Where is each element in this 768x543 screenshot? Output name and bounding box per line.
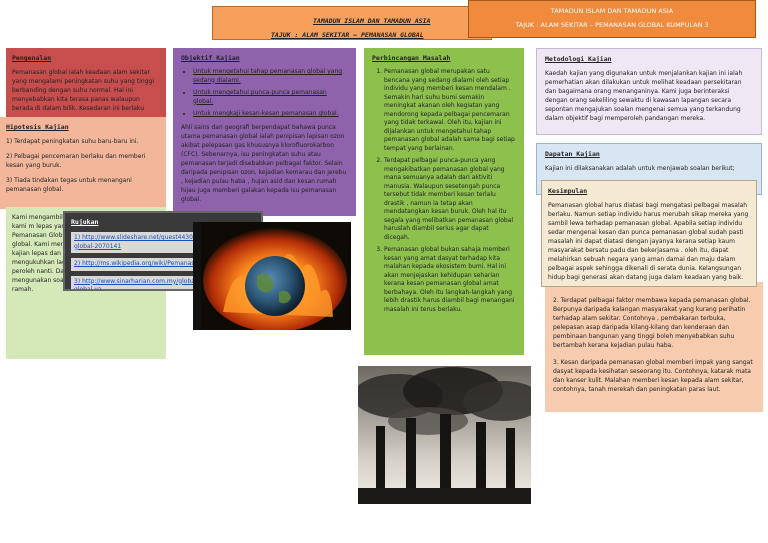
results-text: Kajian ini dilaksanakan adalah untuk men… <box>545 165 735 172</box>
method-heading: Metodologi Kajian <box>545 55 612 63</box>
objective-panel: Objektif Kajian Untuk mengetahui tahap p… <box>173 48 356 216</box>
discussion-item: Pemanasan global bukan sahaja memberi ke… <box>384 246 516 314</box>
objective-paragraph: Ahli sains dan geografi berpendapat baha… <box>181 123 347 203</box>
earth-fire-image <box>193 222 351 330</box>
banner-theme-title: TAJUK : ALAM SEKITAR – PEMANASAN GLOBAL … <box>515 21 709 29</box>
results-heading: Dapatan Kajian <box>545 150 600 158</box>
reference-link[interactable]: 3) http://www.sinarharian.com.my/global/… <box>74 277 236 291</box>
reference-link[interactable]: 2) http://ms.wikipedia.org/wiki/Pemanasa… <box>74 260 224 267</box>
method-text: Kaedah kajian yang digunakan untuk menja… <box>545 70 743 122</box>
method-panel: Metodologi Kajian Kaedah kajian yang dig… <box>536 48 762 135</box>
hypothesis-item: 1) Terdapat peningkatan suhu baru-baru i… <box>6 138 139 145</box>
discussion-item: Pemanasan global merupakan satu bencana … <box>384 68 516 153</box>
hypothesis-heading: Hipotesis Kajian <box>6 123 69 131</box>
findings-item: 2. Terdapat pelbagai faktor membawa kepa… <box>553 297 751 349</box>
title-banner: TAMADUN ISLAM DAN TAMADUN ASIA TAJUK : A… <box>468 0 756 38</box>
smokestacks-image <box>358 366 531 504</box>
theme-title: TAJUK : ALAM SEKITAR – PEMANASAN GLOBAL <box>271 31 424 39</box>
hypothesis-item: 2) Pelbagai pencemaran berlaku dan membe… <box>6 153 146 169</box>
objective-heading: Objektif Kajian <box>181 54 240 62</box>
title-box: TAMADUN ISLAM DAN TAMADUN ASIA TAJUK : A… <box>212 6 492 40</box>
objective-item: Untuk mengetahui tahap pemanasan global … <box>193 68 348 85</box>
intro-panel: Pengenalan Pemanasan global ialah keadaa… <box>6 48 166 123</box>
discussion-item: Terdapat pelbagai punca-punca yang menga… <box>384 157 516 242</box>
findings-item: 3. Kesan daripada pemanasan global membe… <box>553 359 753 393</box>
conclusion-panel: Kesimpulan Pemanasan global harus diatas… <box>541 180 757 287</box>
intro-text: Pemanasan global ialah keadaan alam seki… <box>12 69 154 112</box>
references-heading: Rujukan <box>71 218 99 226</box>
findings-panel: 2. Terdapat pelbagai faktor membawa kepa… <box>545 282 763 412</box>
hypothesis-panel: Hipotesis Kajian 1) Terdapat peningkatan… <box>0 117 166 209</box>
objective-list: Untuk mengetahui tahap pemanasan global … <box>181 68 348 119</box>
objective-item: Untuk mengetahui punca-punca pemanasan g… <box>193 89 348 106</box>
conclusion-heading: Kesimpulan <box>548 187 588 195</box>
banner-course-title: TAMADUN ISLAM DAN TAMADUN ASIA <box>550 7 674 15</box>
discussion-panel: Perbincangan Masalah Pemanasan global me… <box>364 48 524 355</box>
discussion-list: Pemanasan global merupakan satu bencana … <box>372 68 516 314</box>
objective-item: Untuk mengkaji kesan-kesan pemanasan glo… <box>193 110 348 119</box>
reference-link[interactable]: 1) http://www.slideshare.net/guest443011… <box>74 234 240 250</box>
hypothesis-item: 3) Tiada tindakan tegas untuk menangani … <box>6 177 132 193</box>
course-title: TAMADUN ISLAM DAN TAMADUN ASIA <box>313 17 431 25</box>
intro-heading: Pengenalan <box>12 54 52 62</box>
discussion-heading: Perbincangan Masalah <box>372 54 451 62</box>
conclusion-text: Pemanasan global harus diatasi bagi meng… <box>548 202 749 281</box>
